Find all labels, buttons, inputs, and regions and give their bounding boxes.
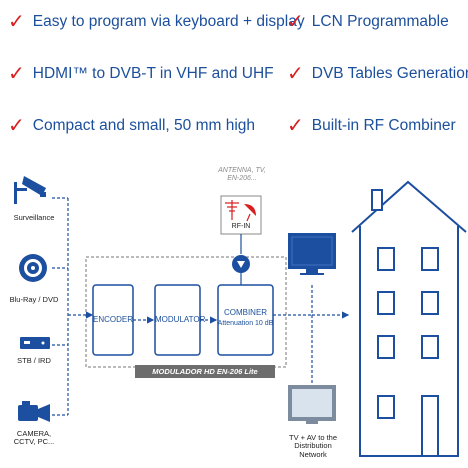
checkmark-icon: ✓ <box>287 115 304 137</box>
antenna-icon <box>225 200 239 220</box>
checkmark-icon: ✓ <box>8 63 25 85</box>
feature-4: ✓ LCN Programmable <box>287 12 449 32</box>
feature-text: DVB Tables Generation <box>311 65 468 82</box>
modulator-label: MODULATOR <box>155 315 206 324</box>
building-icon <box>351 180 467 457</box>
disc-icon <box>19 254 47 282</box>
checkmark-icon: ✓ <box>8 11 25 33</box>
feature-text: Easy to program via keyboard + display <box>32 13 305 30</box>
feature-text: LCN Programmable <box>311 13 449 30</box>
checkmark-icon: ✓ <box>287 11 304 33</box>
feature-1: ✓ Easy to program via keyboard + display <box>8 12 305 32</box>
attenuation-label: Attenuation 10 dB <box>217 320 274 327</box>
feature-3: ✓ Compact and small, 50 mm high <box>8 116 255 136</box>
source-label-stb: STB / IRD <box>17 356 51 365</box>
tv-icon <box>288 233 336 275</box>
combiner-label: COMBINER <box>223 308 268 317</box>
feature-6: ✓ Built-in RF Combiner <box>287 116 456 136</box>
set-top-box-icon <box>20 337 50 349</box>
output-bus <box>273 285 350 385</box>
monitor-icon <box>288 385 336 424</box>
checkmark-icon: ✓ <box>8 115 25 137</box>
device-name-bar: MODULADOR HD EN-206 Lite <box>135 365 275 378</box>
satellite-dish-icon <box>244 204 256 222</box>
encoder-label: ENCODER <box>93 315 134 324</box>
feature-text: HDMI™ to DVB-T in VHF and UHF <box>32 65 274 82</box>
surveillance-camera-icon <box>14 176 46 204</box>
output-label: TV + AV to the Distribution Network <box>288 433 337 459</box>
down-arrow-icon <box>237 261 245 268</box>
combiner-block <box>217 284 274 356</box>
source-label-surveillance: Surveillance <box>13 213 55 222</box>
antenna-caption: ANTENNA, TV, EN-206... <box>218 167 266 182</box>
rf-in-label: RF-IN <box>231 223 251 230</box>
feature-2: ✓ HDMI™ to DVB-T in VHF and UHF <box>8 64 274 84</box>
input-bus <box>52 197 94 416</box>
source-label-bluray: Blu-Ray / DVD <box>9 295 59 304</box>
source-label-camera: CAMERA, CCTV, PC... <box>13 429 55 447</box>
feature-text: Built-in RF Combiner <box>311 117 456 134</box>
feature-5: ✓ DVB Tables Generation <box>287 64 468 84</box>
video-camera-icon <box>18 401 50 422</box>
feature-text: Compact and small, 50 mm high <box>32 117 256 134</box>
checkmark-icon: ✓ <box>287 63 304 85</box>
